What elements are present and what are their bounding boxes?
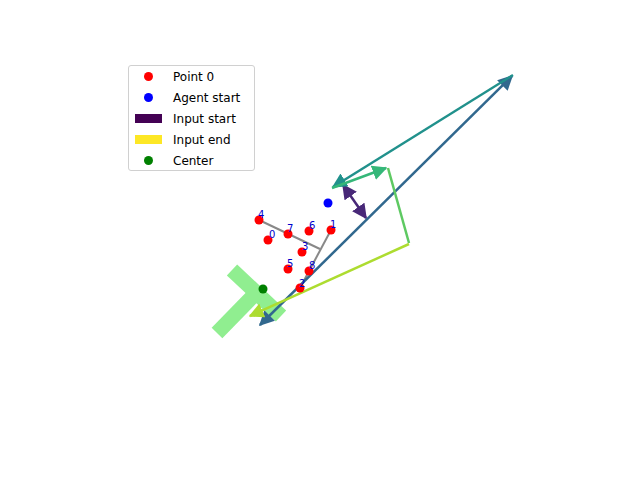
legend-entry: Center bbox=[129, 153, 254, 169]
legend-text: Point 0 bbox=[173, 69, 214, 85]
legend-swatch bbox=[144, 72, 153, 81]
legend-entry: Agent start bbox=[129, 90, 254, 106]
t-block bbox=[217, 270, 281, 333]
callout-number: 5 bbox=[287, 258, 293, 270]
legend-entry: Input end bbox=[129, 132, 254, 148]
callout-number: 4 bbox=[258, 209, 264, 221]
legend-swatch bbox=[135, 135, 162, 144]
legend-text: Center bbox=[173, 153, 213, 169]
legend-swatch bbox=[144, 156, 153, 165]
callout-number: 0 bbox=[269, 229, 275, 241]
legend-text: Input end bbox=[173, 132, 231, 148]
callout-number: 6 bbox=[309, 220, 315, 232]
callout-number: 1 bbox=[330, 219, 336, 231]
input-arrow bbox=[250, 75, 513, 325]
legend-entry: Input start bbox=[129, 111, 254, 127]
legend-text: Input start bbox=[173, 111, 236, 127]
legend-text: Agent start bbox=[173, 90, 240, 106]
legend-swatch bbox=[135, 114, 162, 123]
point-marker bbox=[255, 216, 336, 293]
agent-start-marker bbox=[324, 199, 333, 208]
callout-number: 3 bbox=[302, 241, 308, 253]
legend-box: Point 0 Agent startInput startInput endCe… bbox=[128, 65, 255, 171]
callout-number: 7 bbox=[287, 223, 293, 235]
callout-number: 2 bbox=[299, 278, 305, 290]
center-marker bbox=[259, 285, 268, 294]
skeleton-line bbox=[259, 220, 331, 288]
callout-number: 8 bbox=[309, 260, 315, 272]
legend-entry: Point 0 bbox=[129, 69, 254, 85]
legend-swatch bbox=[144, 93, 153, 102]
